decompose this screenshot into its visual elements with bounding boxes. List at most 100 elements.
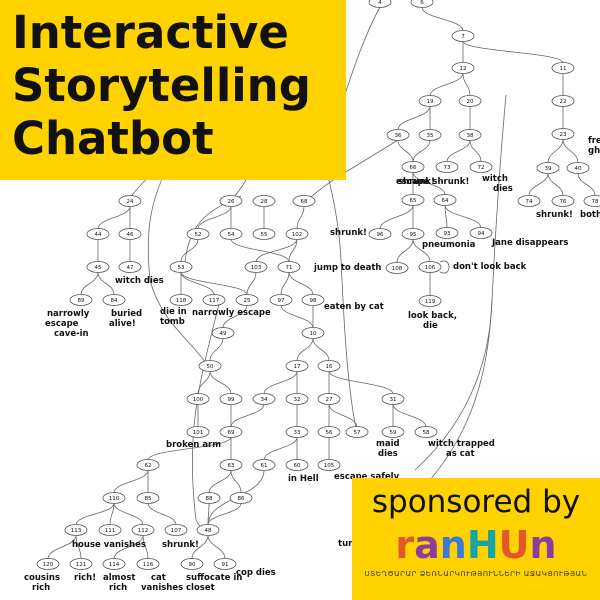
story-node-116: 116 bbox=[136, 558, 160, 570]
story-node-64: 64 bbox=[433, 194, 457, 206]
story-node-35: 35 bbox=[418, 129, 442, 141]
story-node-68: 68 bbox=[292, 195, 316, 207]
ending-label: witch dies bbox=[115, 276, 164, 286]
story-node-65: 65 bbox=[401, 194, 425, 206]
node-label: 66 bbox=[410, 165, 417, 171]
sponsor-label: sponsored by bbox=[371, 484, 581, 520]
story-node-28: 28 bbox=[252, 195, 276, 207]
edge-45-84 bbox=[97, 271, 115, 296]
story-node-34: 34 bbox=[252, 393, 276, 405]
edge-64-94 bbox=[444, 204, 482, 229]
story-node-88: 88 bbox=[197, 492, 221, 504]
story-node-107: 107 bbox=[164, 524, 188, 536]
edge-48-91 bbox=[207, 534, 226, 560]
story-node-59: 59 bbox=[381, 426, 405, 438]
edge-71-98 bbox=[288, 271, 314, 296]
edge-68-102 bbox=[296, 205, 305, 230]
ending-label: escape shrunk! bbox=[396, 177, 469, 187]
story-node-55: 55 bbox=[252, 228, 276, 240]
edge-62-110 bbox=[113, 469, 149, 494]
node-label: 71 bbox=[286, 265, 293, 271]
node-label: 23 bbox=[560, 132, 567, 138]
story-node-101: 101 bbox=[186, 426, 210, 438]
node-label: 108 bbox=[392, 266, 403, 272]
story-node-100: 100 bbox=[186, 393, 210, 405]
story-node-106: 106 bbox=[418, 261, 442, 273]
story-node-38: 38 bbox=[458, 129, 482, 141]
node-label: 50 bbox=[207, 364, 214, 370]
node-label: 44 bbox=[95, 232, 102, 238]
node-label: 103 bbox=[251, 265, 262, 271]
node-label: 31 bbox=[390, 397, 397, 403]
story-node-53: 53 bbox=[169, 261, 193, 273]
edge-34-69 bbox=[230, 403, 265, 428]
node-label: 62 bbox=[145, 463, 152, 469]
story-node-60: 60 bbox=[285, 459, 309, 471]
node-label: 106 bbox=[425, 265, 436, 271]
story-node-86: 86 bbox=[229, 492, 253, 504]
story-node-99: 99 bbox=[219, 393, 243, 405]
node-label: 94 bbox=[478, 231, 485, 237]
ending-label: shrunk! bbox=[536, 210, 573, 220]
edge-long-6 bbox=[232, 179, 247, 198]
node-label: 78 bbox=[592, 199, 599, 205]
node-label: 54 bbox=[228, 232, 235, 238]
story-node-22: 22 bbox=[551, 95, 575, 107]
title-line-3: Chatbot bbox=[12, 112, 214, 165]
edge-52-53 bbox=[180, 238, 199, 263]
edge-110-113 bbox=[75, 502, 115, 526]
sponsor-banner: sponsored by ranHUn ՍՏԵՂԾԱՐԱՐ ՁԵՌՆԱՐԿՈՒԹ… bbox=[352, 478, 600, 600]
edge-23-39 bbox=[547, 138, 564, 164]
edge-26-52 bbox=[197, 205, 232, 230]
edge-16-31 bbox=[328, 370, 394, 395]
ending-label: shrunk! bbox=[398, 177, 435, 187]
node-label: 6 bbox=[420, 0, 424, 6]
ending-label: look back,die bbox=[408, 311, 457, 331]
story-node-23: 23 bbox=[551, 128, 575, 140]
story-node-39: 39 bbox=[536, 162, 560, 174]
ending-label: shrunk! bbox=[330, 228, 367, 238]
story-node-110: 110 bbox=[102, 492, 126, 504]
ending-label: pneumonia bbox=[422, 240, 476, 250]
node-label: 26 bbox=[228, 199, 235, 205]
story-node-36: 36 bbox=[386, 129, 410, 141]
node-label: 64 bbox=[442, 198, 449, 204]
story-node-119: 119 bbox=[418, 295, 442, 307]
node-label: 110 bbox=[109, 496, 120, 502]
edge-112-116 bbox=[142, 534, 149, 560]
node-label: 10 bbox=[310, 331, 317, 337]
node-label: 95 bbox=[410, 232, 417, 238]
node-label: 60 bbox=[294, 463, 301, 469]
node-label: 91 bbox=[222, 562, 229, 568]
node-label: 107 bbox=[171, 528, 182, 534]
node-label: 61 bbox=[261, 463, 268, 469]
story-node-90: 90 bbox=[180, 558, 204, 570]
story-node-46: 46 bbox=[118, 228, 142, 240]
node-label: 56 bbox=[326, 430, 333, 436]
edge-39-74 bbox=[528, 172, 549, 197]
story-node-76: 76 bbox=[551, 195, 575, 207]
node-label: 24 bbox=[127, 199, 134, 205]
node-label: 49 bbox=[220, 331, 227, 337]
ending-label: freghos bbox=[588, 136, 600, 156]
edge-95-106 bbox=[412, 238, 431, 263]
story-node-54: 54 bbox=[219, 228, 243, 240]
node-label: 39 bbox=[545, 166, 552, 172]
node-label: 47 bbox=[127, 265, 134, 271]
node-label: 116 bbox=[143, 562, 154, 568]
edge-7-11 bbox=[462, 40, 564, 64]
ending-label: both bbox=[580, 210, 600, 220]
story-node-102: 102 bbox=[285, 228, 309, 240]
ending-label: Jane disappears bbox=[491, 238, 568, 248]
edge-10-17 bbox=[296, 337, 314, 362]
edge-85-107 bbox=[147, 502, 177, 526]
edge-53-25 bbox=[180, 271, 248, 296]
node-label: 33 bbox=[294, 430, 301, 436]
story-node-11: 11 bbox=[551, 62, 575, 74]
